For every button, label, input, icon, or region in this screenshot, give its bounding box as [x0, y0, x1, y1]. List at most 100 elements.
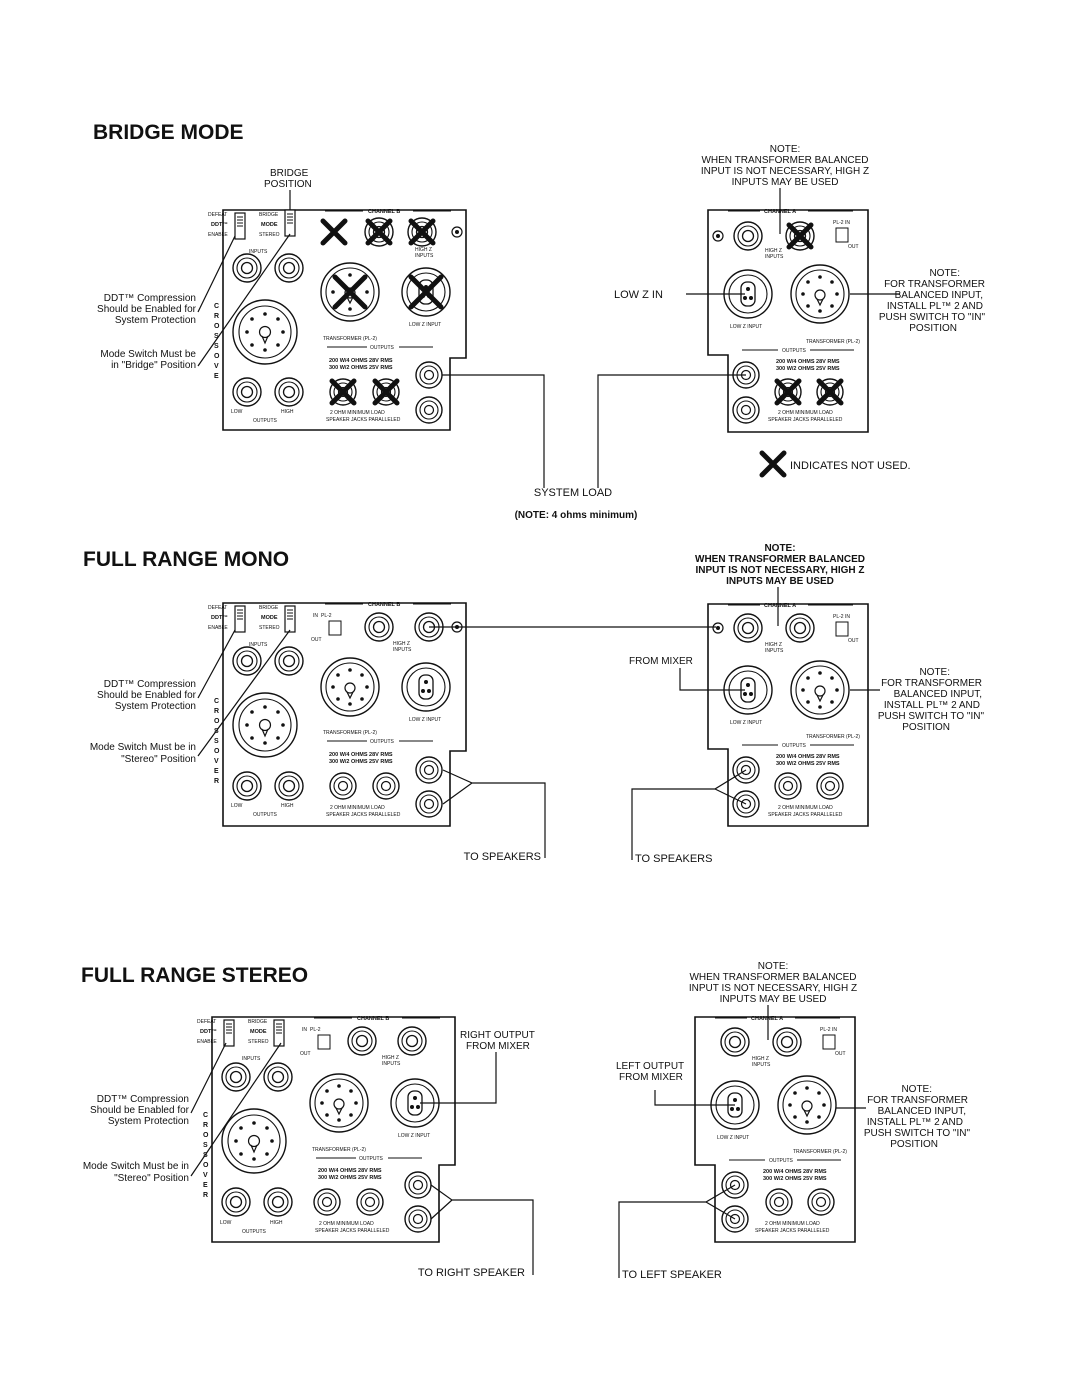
- crossover-r2: R: [214, 778, 219, 785]
- speaker-jack-4[interactable]: [372, 772, 400, 800]
- outputs-label: OUTPUTS: [370, 345, 395, 351]
- transformer-socket[interactable]: [309, 1073, 369, 1133]
- high-z-jack-2[interactable]: [397, 1026, 427, 1056]
- high-z-jack-2[interactable]: [785, 613, 815, 643]
- note-transformer-4: INSTALL PL™ 2 AND: [884, 700, 980, 711]
- high-z-inputs-label: INPUTS: [415, 253, 434, 259]
- channel-b-label: CHANNEL B: [357, 1016, 389, 1022]
- speaker-jack-4[interactable]: [816, 772, 844, 800]
- out-label: OUT: [311, 637, 322, 643]
- crossover-socket[interactable]: [232, 692, 298, 758]
- crossover-r2: R: [203, 1192, 208, 1199]
- speaker-jack-2[interactable]: [732, 396, 760, 424]
- high-z-jack-1[interactable]: [364, 612, 394, 642]
- speaker-jack-3[interactable]: [329, 772, 357, 800]
- transformer-socket[interactable]: [790, 660, 850, 720]
- note-transformer-6: POSITION: [909, 323, 957, 334]
- low-z-input-label: LOW Z INPUT: [398, 1133, 430, 1139]
- low-label: LOW: [231, 803, 243, 809]
- transformer-socket[interactable]: [777, 1075, 837, 1135]
- ddt-note-3: System Protection: [115, 701, 196, 712]
- speaker-jack-3[interactable]: [774, 772, 802, 800]
- inputs-label: INPUTS: [242, 1056, 261, 1062]
- mode-switch[interactable]: [284, 209, 296, 237]
- note-transformer-5: PUSH SWITCH TO "IN": [878, 711, 985, 722]
- bridge-label: BRIDGE: [259, 212, 279, 218]
- crossover-c: C: [214, 698, 219, 705]
- note-high-z-4: INPUTS MAY BE USED: [726, 576, 834, 587]
- wire-to-speakers-left: [442, 769, 546, 858]
- high-z-jack-1[interactable]: [733, 613, 763, 643]
- high-z-jack-1[interactable]: [720, 1027, 750, 1057]
- from-mixer-label: FROM MIXER: [629, 656, 693, 667]
- transformer-label: TRANSFORMER (PL-2): [793, 1149, 847, 1155]
- speaker-jack-1[interactable]: [404, 1171, 432, 1199]
- output-jack-high[interactable]: [274, 771, 304, 801]
- output-jack-low[interactable]: [232, 771, 262, 801]
- min-load-2: SPEAKER JACKS PARALLELED: [326, 812, 401, 818]
- mode-note-1: Mode Switch Must be: [100, 349, 196, 360]
- min-load-1: 2 OHM MINIMUM LOAD: [330, 410, 385, 416]
- speaker-jack-1[interactable]: [415, 756, 443, 784]
- mode-switch[interactable]: [273, 1019, 285, 1047]
- transformer-socket[interactable]: [790, 264, 850, 324]
- pl2-in-label: PL-2 IN: [833, 220, 850, 226]
- output-jack-low[interactable]: [221, 1187, 251, 1217]
- output-jack-low[interactable]: [232, 377, 262, 407]
- crossover-e: E: [214, 768, 219, 775]
- outputs-label-2: OUTPUTS: [253, 812, 278, 818]
- min-load-1: 2 OHM MINIMUM LOAD: [765, 1221, 820, 1227]
- wire-right-input: [420, 1052, 497, 1104]
- output-jack-high[interactable]: [274, 377, 304, 407]
- input-jack-low[interactable]: [221, 1062, 251, 1092]
- note-transformer-2: FOR TRANSFORMER: [884, 279, 985, 290]
- ddt-switch[interactable]: [234, 605, 246, 633]
- mode-label: MODE: [261, 222, 278, 228]
- output-jack-high[interactable]: [263, 1187, 293, 1217]
- input-jack-low[interactable]: [232, 253, 262, 283]
- speaker-jack-4[interactable]: [356, 1188, 384, 1216]
- outputs-label: OUTPUTS: [769, 1158, 794, 1164]
- crossover-socket[interactable]: [221, 1108, 287, 1174]
- speaker-jack-3[interactable]: [313, 1188, 341, 1216]
- crossover-e: E: [203, 1182, 208, 1189]
- enable-label: ENABLE: [208, 625, 228, 631]
- input-jack-low[interactable]: [232, 646, 262, 676]
- high-z-jack-2[interactable]: [772, 1027, 802, 1057]
- high-z-jack-1[interactable]: [347, 1026, 377, 1056]
- crossover-o: O: [214, 718, 220, 725]
- speaker-jack-2[interactable]: [404, 1205, 432, 1233]
- note-high-z-4: INPUTS MAY BE USED: [732, 177, 839, 188]
- section-title: BRIDGE MODE: [93, 121, 244, 144]
- speaker-jack-1[interactable]: [415, 361, 443, 389]
- note-high-z-3: INPUT IS NOT NECESSARY, HIGH Z: [695, 565, 864, 576]
- speaker-jack-2[interactable]: [415, 790, 443, 818]
- low-z-input-label: LOW Z INPUT: [717, 1135, 749, 1141]
- mode-switch[interactable]: [284, 605, 296, 633]
- rating-1: 200 W/4 OHMS 28V RMS: [776, 754, 840, 760]
- channel-b-panel: DEFEAT DDT™ ENABLE BRIDGE MODE STEREO CH…: [208, 602, 467, 827]
- rating-1: 200 W/4 OHMS 28V RMS: [318, 1168, 382, 1174]
- input-jack-high[interactable]: [274, 253, 304, 283]
- speaker-jack-2[interactable]: [415, 396, 443, 424]
- transformer-label: TRANSFORMER (PL-2): [806, 734, 860, 740]
- note-high-z-1: NOTE:: [770, 144, 801, 155]
- ddt-switch[interactable]: [223, 1019, 235, 1047]
- speaker-jack-3[interactable]: [765, 1188, 793, 1216]
- low-z-input-label: LOW Z INPUT: [730, 324, 762, 330]
- channel-a-panel: CHANNEL A PL-2 IN OUT HIGH Z INPUTS LOW …: [694, 1016, 856, 1243]
- high-z-jack-1[interactable]: [733, 221, 763, 251]
- low-z-input-label: LOW Z INPUT: [409, 717, 441, 723]
- transformer-socket[interactable]: [320, 657, 380, 717]
- ddt-label: DDT™: [200, 1029, 217, 1035]
- ddt-switch[interactable]: [234, 212, 246, 240]
- input-jack-high[interactable]: [263, 1062, 293, 1092]
- crossover-s2: S: [214, 738, 219, 745]
- input-jack-high[interactable]: [274, 646, 304, 676]
- speaker-jack-4[interactable]: [807, 1188, 835, 1216]
- channel-a-panel: CHANNEL A PL-2 IN OUT HIGH Z INPUTS LOW …: [707, 603, 869, 827]
- low-z-input-connector[interactable]: [401, 662, 451, 712]
- mode-label: MODE: [250, 1029, 267, 1035]
- stereo-label: STEREO: [259, 232, 280, 238]
- crossover-socket[interactable]: [232, 299, 298, 365]
